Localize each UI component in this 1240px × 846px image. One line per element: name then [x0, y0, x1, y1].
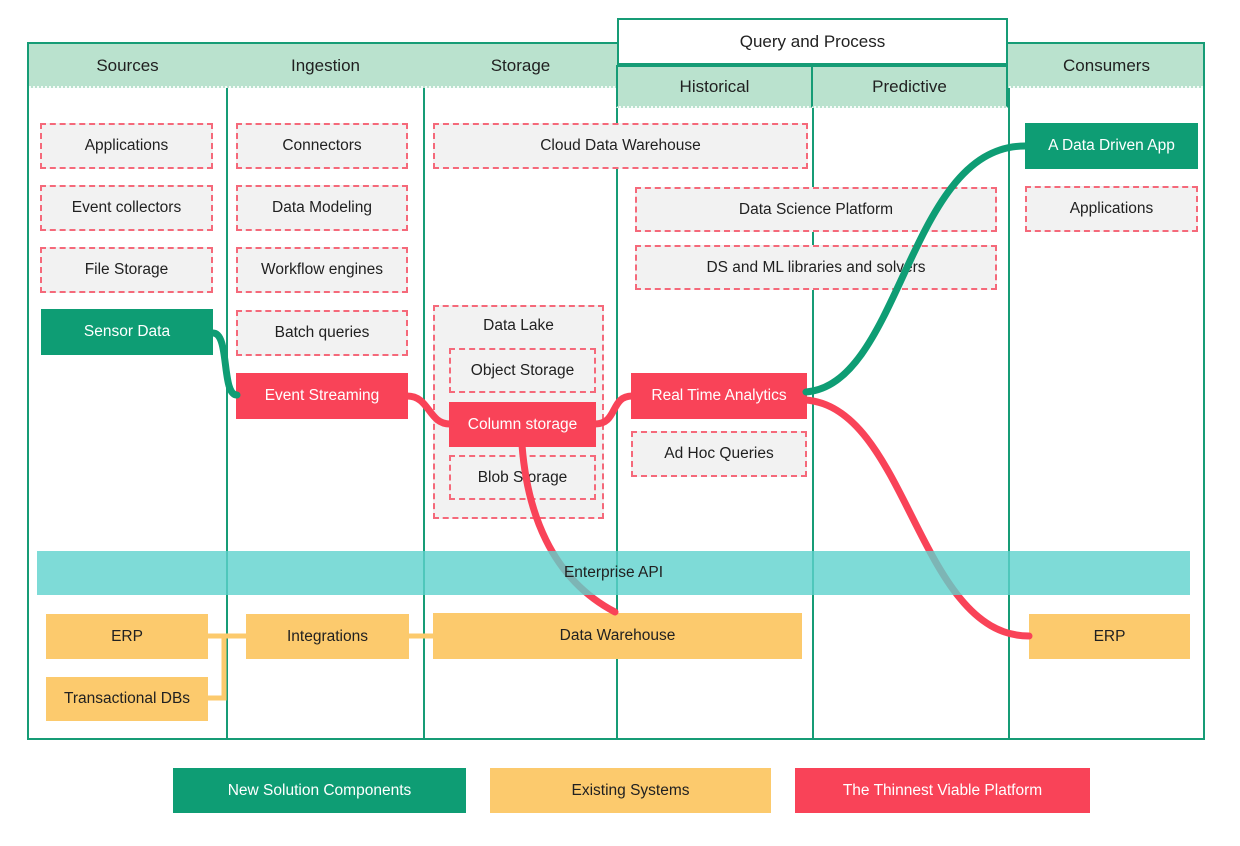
- legend-new-solution-components: New Solution Components: [173, 768, 466, 813]
- node-consumers-applications: Applications: [1025, 186, 1198, 232]
- legend-existing-systems: Existing Systems: [490, 768, 771, 813]
- node-batch-queries: Batch queries: [236, 310, 408, 356]
- node-data-modeling: Data Modeling: [236, 185, 408, 231]
- node-cloud-data-warehouse: Cloud Data Warehouse: [433, 123, 808, 169]
- node-transactional-dbs: Transactional DBs: [46, 677, 208, 721]
- node-connectors: Connectors: [236, 123, 408, 169]
- divider-historical-predictive: [812, 42, 814, 740]
- enterprise-api-label: Enterprise API: [563, 564, 664, 581]
- divider-storage-historical: [616, 42, 618, 740]
- node-blob-storage: Blob Storage: [449, 455, 596, 500]
- node-data-science-platform: Data Science Platform: [635, 187, 997, 232]
- node-event-collectors: Event collectors: [40, 185, 213, 231]
- divider-predictive-consumers: [1008, 42, 1010, 740]
- column-header-historical: Historical: [616, 65, 813, 108]
- column-header-predictive: Predictive: [811, 65, 1008, 108]
- legend-thinnest-viable-platform: The Thinnest Viable Platform: [795, 768, 1090, 813]
- column-header-ingestion: Ingestion: [291, 56, 360, 75]
- query-and-process-header: Query and Process: [617, 18, 1008, 65]
- divider-sources-ingestion: [226, 42, 228, 740]
- node-object-storage: Object Storage: [449, 348, 596, 393]
- data-lake-label: Data Lake: [483, 317, 554, 334]
- node-real-time-analytics: Real Time Analytics: [631, 373, 807, 419]
- node-ad-hoc-queries: Ad Hoc Queries: [631, 431, 807, 477]
- column-header-storage: Storage: [490, 56, 551, 75]
- node-ds-ml-libraries: DS and ML libraries and solvers: [635, 245, 997, 290]
- divider-ingestion-storage: [423, 42, 425, 740]
- node-data-warehouse: Data Warehouse: [433, 613, 802, 659]
- node-integrations: Integrations: [246, 614, 409, 659]
- node-column-storage: Column storage: [449, 402, 596, 447]
- node-event-streaming: Event Streaming: [236, 373, 408, 419]
- node-erp-left: ERP: [46, 614, 208, 659]
- node-sensor-data: Sensor Data: [41, 309, 213, 355]
- column-header-consumers: Consumers: [1063, 56, 1150, 75]
- column-header-sources: Sources: [96, 56, 159, 75]
- node-workflow-engines: Workflow engines: [236, 247, 408, 293]
- node-a-data-driven-app: A Data Driven App: [1025, 123, 1198, 169]
- node-erp-right: ERP: [1029, 614, 1190, 659]
- node-sources-applications: Applications: [40, 123, 213, 169]
- node-file-storage: File Storage: [40, 247, 213, 293]
- enterprise-api-bar: Enterprise API: [37, 551, 1190, 595]
